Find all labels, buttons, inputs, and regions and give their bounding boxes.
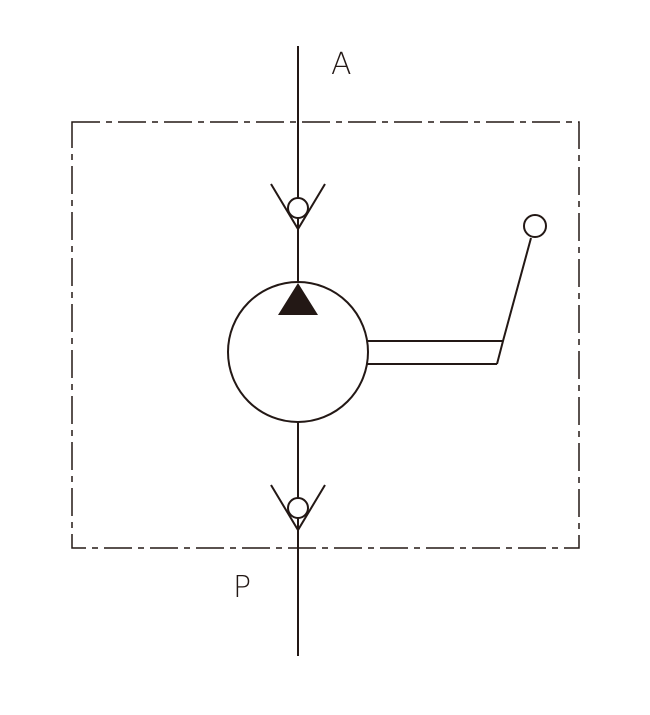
lever xyxy=(367,214,547,365)
pump-circle xyxy=(227,281,369,423)
flow-direction-triangle xyxy=(278,283,318,315)
port-a-label: A xyxy=(331,47,352,82)
enclosure-boundary xyxy=(71,121,580,549)
port-p-label: P xyxy=(233,570,251,605)
lever-knob xyxy=(523,214,547,238)
check-valve-bottom xyxy=(270,484,326,532)
check-valve-top xyxy=(270,183,326,231)
